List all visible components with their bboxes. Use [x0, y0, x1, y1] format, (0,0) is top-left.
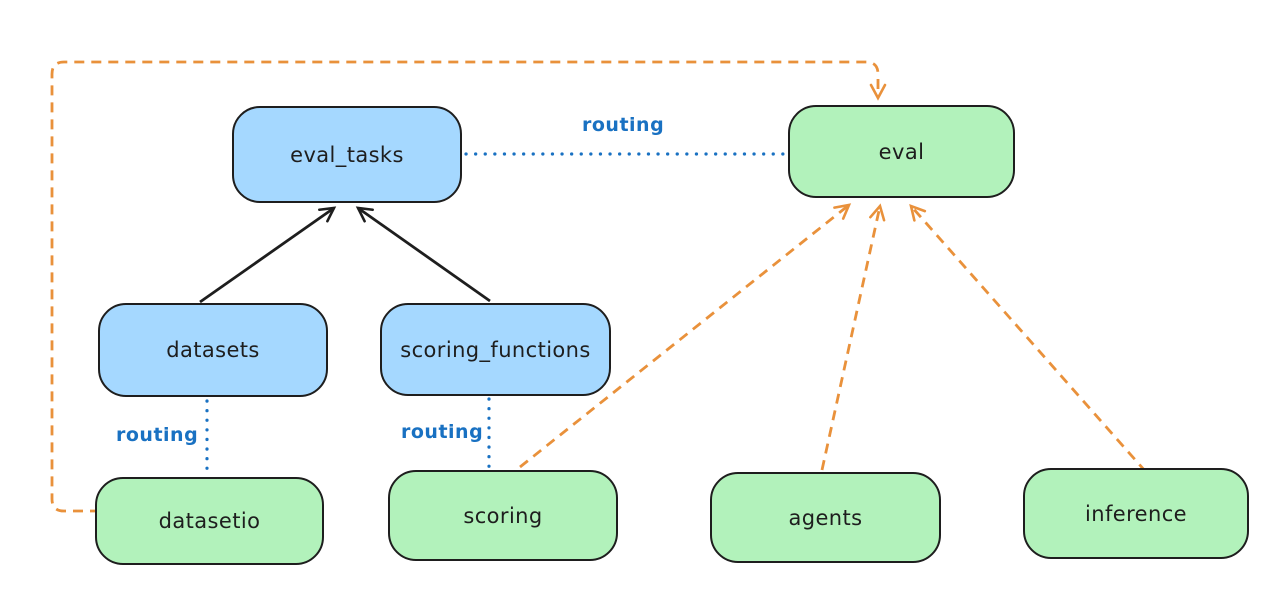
edge-label-routing-scoring-functions-scoring: routing	[401, 421, 484, 443]
edge-datasets-to-eval_tasks	[199, 206, 337, 304]
node-scoring-functions-label: scoring_functions	[400, 337, 591, 362]
node-scoring-label: scoring	[463, 503, 543, 528]
node-datasets-label: datasets	[166, 338, 260, 362]
edge-label-routing-eval-tasks-eval: routing	[582, 114, 665, 136]
node-datasetio: datasetio	[95, 477, 324, 565]
edge-agents-to-eval	[820, 203, 886, 471]
node-agents-label: agents	[788, 505, 863, 530]
edge-datasetio-to-eval	[50, 60, 887, 513]
node-datasets: datasets	[98, 303, 328, 397]
node-scoring: scoring	[388, 470, 618, 561]
node-scoring-functions: scoring_functions	[380, 303, 611, 396]
node-datasetio-label: datasetio	[158, 509, 261, 533]
edge-label-routing-datasets-datasetio: routing	[116, 424, 199, 446]
node-inference: inference	[1023, 468, 1249, 559]
node-agents: agents	[710, 472, 941, 563]
edge-scoring-to-eval	[519, 203, 852, 469]
node-eval-tasks-label: eval_tasks	[290, 142, 404, 167]
edge-scoring_functions-to-eval_tasks	[355, 206, 491, 303]
node-eval-label: eval	[878, 139, 925, 164]
node-inference-label: inference	[1085, 501, 1187, 526]
node-eval-tasks: eval_tasks	[232, 106, 462, 203]
node-eval: eval	[788, 105, 1015, 198]
edge-inference-to-eval	[909, 203, 1148, 473]
